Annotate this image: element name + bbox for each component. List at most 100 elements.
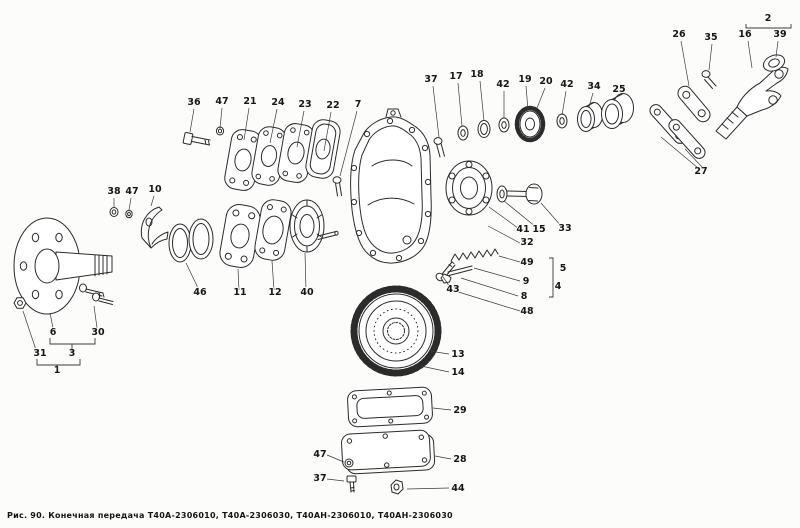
leader-line-7 — [339, 110, 358, 177]
part-label-37: 37 — [313, 473, 326, 484]
part-label-30: 30 — [91, 327, 105, 338]
part-label-18: 18 — [470, 69, 484, 80]
part-label-8: 8 — [521, 291, 528, 302]
spring-49 — [450, 248, 499, 262]
leader-line-12 — [271, 260, 275, 291]
leader-line-9 — [473, 267, 521, 282]
washer-42-left — [498, 117, 510, 133]
washer-42-right — [556, 113, 568, 129]
leader-line-20 — [536, 87, 546, 109]
driven-gear-13-14 — [350, 285, 442, 377]
bearing-41 — [445, 160, 493, 216]
leader-line-19 — [525, 85, 529, 111]
leader-line-13 — [428, 350, 450, 355]
part-label-5: 5 — [560, 263, 567, 274]
extra-leader-line-0 — [660, 136, 699, 169]
leader-line-24 — [269, 108, 278, 144]
part-label-15: 15 — [532, 224, 545, 235]
flange-bolts-30 — [79, 283, 114, 305]
washer-17 — [457, 125, 469, 141]
part-label-34: 34 — [587, 81, 601, 92]
leader-line-25 — [613, 95, 618, 102]
leader-line-6 — [49, 312, 54, 329]
leader-line-47 — [219, 107, 223, 129]
leader-line-47 — [128, 197, 132, 211]
part-label-6: 6 — [50, 327, 57, 338]
nut-8 — [440, 273, 452, 284]
gasket-12 — [254, 199, 292, 261]
part-label-26: 26 — [672, 29, 686, 40]
leader-line-40 — [304, 252, 307, 291]
part-label-4: 4 — [555, 281, 562, 292]
part-label-24: 24 — [271, 97, 285, 108]
bolt-43 — [435, 261, 456, 282]
leader-line-47 — [326, 454, 345, 463]
leader-line-33 — [540, 202, 563, 228]
leader-line-14 — [420, 365, 450, 373]
part-label-27: 27 — [694, 166, 707, 177]
part-label-37: 37 — [424, 74, 437, 85]
part-label-33: 33 — [558, 223, 571, 234]
leader-line-28 — [434, 455, 452, 460]
group-bracket-0 — [745, 24, 792, 29]
leader-line-32 — [487, 225, 521, 244]
lock-ring-18 — [477, 120, 491, 138]
leader-line-34 — [588, 92, 594, 108]
bearing-40 — [289, 199, 325, 253]
part-label-31: 31 — [33, 348, 46, 359]
leader-line-10 — [150, 195, 155, 207]
part-label-44: 44 — [451, 483, 465, 494]
bolt-35 — [701, 70, 717, 89]
axle-shaft-flange — [13, 217, 113, 315]
leader-line-23 — [296, 110, 305, 148]
washer-47-left — [125, 209, 133, 219]
leader-line-30 — [93, 305, 98, 329]
washer-15 — [496, 185, 508, 203]
leader-line-44 — [406, 487, 450, 490]
part-label-1: 1 — [54, 365, 61, 376]
leader-line-26 — [680, 40, 690, 87]
yoke-16 — [715, 66, 789, 140]
nut-31 — [13, 297, 27, 309]
part-label-11: 11 — [233, 287, 246, 298]
part-label-42: 42 — [496, 79, 509, 90]
leader-line-43 — [442, 276, 451, 288]
extra-leader-line-1 — [684, 148, 704, 169]
part-label-21: 21 — [243, 96, 256, 107]
part-label-3: 3 — [69, 348, 76, 359]
leader-line-49 — [498, 255, 521, 263]
drain-plug-44 — [390, 479, 404, 495]
part-label-46: 46 — [193, 287, 207, 298]
group-bracket-1 — [49, 338, 96, 345]
bearing-cup-39 — [762, 54, 786, 72]
fork-bracket-10 — [140, 206, 169, 249]
leader-line-22 — [323, 111, 332, 152]
part-label-49: 49 — [520, 257, 533, 268]
leader-line-11 — [237, 268, 240, 291]
bolt-37-top — [433, 137, 445, 158]
part-label-42: 42 — [560, 79, 573, 90]
part-label-20: 20 — [539, 76, 553, 87]
final-drive-housing — [350, 108, 432, 264]
gasket-22 — [305, 119, 341, 179]
part-label-38: 38 — [107, 186, 121, 197]
part-label-36: 36 — [187, 97, 201, 108]
washer-47-bottom — [344, 458, 354, 468]
leader-line-46 — [185, 262, 200, 291]
part-label-41: 41 — [516, 224, 529, 235]
part-label-47: 47 — [215, 96, 228, 107]
link-plate-27b — [668, 119, 706, 159]
part-label-35: 35 — [704, 32, 717, 43]
part-label-13: 13 — [451, 349, 464, 360]
sleeve-25 — [601, 93, 634, 129]
leader-line-41 — [488, 206, 519, 229]
gasket-29 — [347, 386, 433, 428]
pin — [317, 230, 339, 240]
leader-line-42 — [561, 90, 567, 116]
part-label-47: 47 — [313, 449, 326, 460]
bolt-36 — [182, 132, 211, 146]
washer-38 — [109, 207, 119, 217]
part-label-29: 29 — [453, 405, 466, 416]
